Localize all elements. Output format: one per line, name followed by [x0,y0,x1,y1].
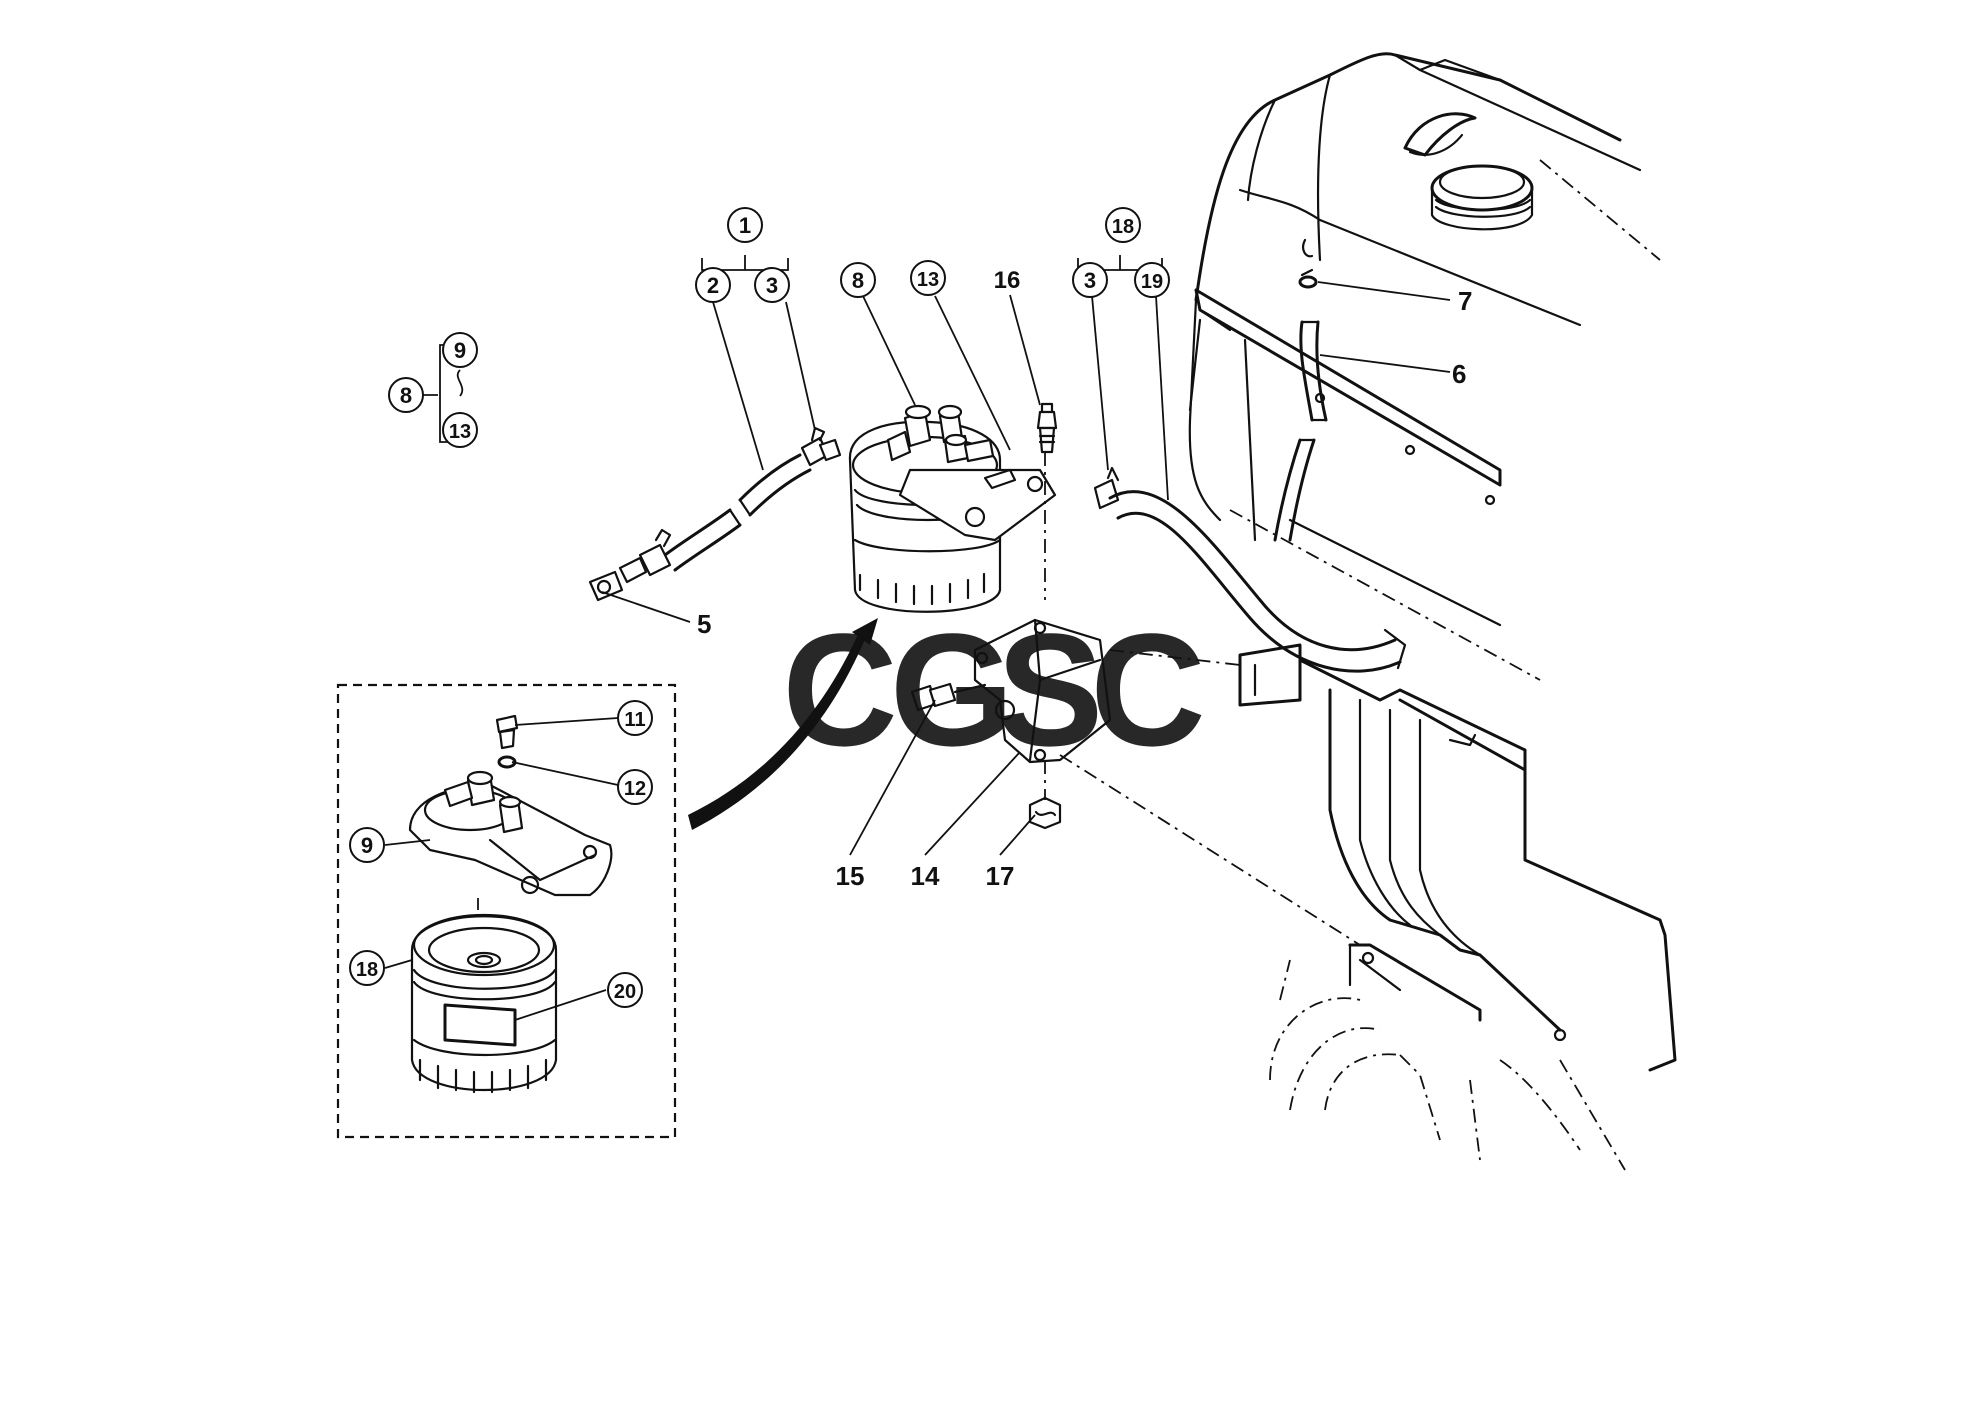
svg-text:14: 14 [911,861,940,891]
svg-text:13: 13 [449,421,471,443]
callout-12: 12 [617,769,653,805]
hose-clamp-left [800,426,842,467]
callout-18: 18 [1105,207,1141,243]
svg-text:5: 5 [697,609,711,639]
callout-2: 2 [695,267,731,303]
callout-group-9: 9 [442,332,478,368]
svg-text:11: 11 [624,709,645,731]
svg-text:18: 18 [356,959,378,981]
svg-text:19: 19 [1141,271,1163,293]
callout-5: 5 [697,609,711,639]
fuel-hose-2 [663,453,812,572]
detail-box [336,683,677,1139]
svg-text:18: 18 [1112,216,1134,238]
banjo-fitting-5 [588,528,672,602]
callout-16: 16 [994,267,1021,294]
callout-group-13: 13 [442,412,478,448]
nut-17 [1028,796,1062,830]
svg-text:9: 9 [361,833,373,858]
callout-3-right: 3 [1072,262,1108,298]
hose-clamp-right [1093,466,1120,510]
callout-20: 20 [607,972,643,1008]
svg-text:2: 2 [707,273,719,298]
svg-text:6: 6 [1452,359,1466,389]
svg-text:15: 15 [836,861,865,891]
callout-15: 15 [836,861,865,891]
filter-cartridge-18 [410,913,558,1094]
svg-text:8: 8 [852,268,864,293]
callout-9: 9 [349,827,385,863]
callout-14: 14 [911,861,940,891]
svg-text:7: 7 [1458,286,1472,316]
bolt-15 [910,682,987,712]
alignment-line-bracket [1109,649,1241,666]
fuel-hose-19 [1108,490,1407,673]
callout-19: 19 [1134,262,1170,298]
svg-text:9: 9 [454,338,466,363]
watermark-letter-1: C [782,600,898,779]
svg-text:3: 3 [1084,268,1096,293]
callout-6: 6 [1452,359,1466,389]
detail-arrow [688,618,878,830]
alignment-line-frame [1059,754,1361,946]
callout-11: 11 [617,700,653,736]
watermark-letter-2: G [890,600,1014,779]
gasket-20 [443,1003,517,1047]
callout-18-detail: 18 [349,950,385,986]
callout-3-left: 3 [754,267,790,303]
filter-head-9 [408,770,613,897]
svg-text:12: 12 [624,778,646,800]
callout-7: 7 [1458,286,1472,316]
watermark-logo: C G S C [782,600,1206,779]
frame-plate [1238,643,1677,1072]
callout-8: 8 [840,262,876,298]
svg-text:17: 17 [986,861,1015,891]
watermark-letter-4: C [1090,600,1206,779]
hose-clamp-7 [1298,238,1318,289]
callout-13: 13 [910,260,946,296]
svg-text:8: 8 [400,383,412,408]
svg-text:3: 3 [766,273,778,298]
bolt-11 [495,714,519,750]
bleed-screw-16 [1036,402,1058,454]
fuel-filter-assembly [848,404,1057,613]
fuel-tank [1188,52,1661,681]
watermark-letter-3: S [997,600,1104,779]
callout-group-8: 8 [388,377,424,413]
filler-cap [1430,164,1534,231]
svg-text:1: 1 [739,213,751,238]
svg-text:13: 13 [917,269,939,291]
return-hose-6 [1273,320,1328,542]
chassis-outline [1269,959,1626,1171]
callout-1: 1 [727,207,763,243]
mounting-bracket-14 [973,618,1112,764]
svg-text:20: 20 [614,981,636,1003]
svg-text:16: 16 [994,267,1021,294]
callout-17: 17 [986,861,1015,891]
